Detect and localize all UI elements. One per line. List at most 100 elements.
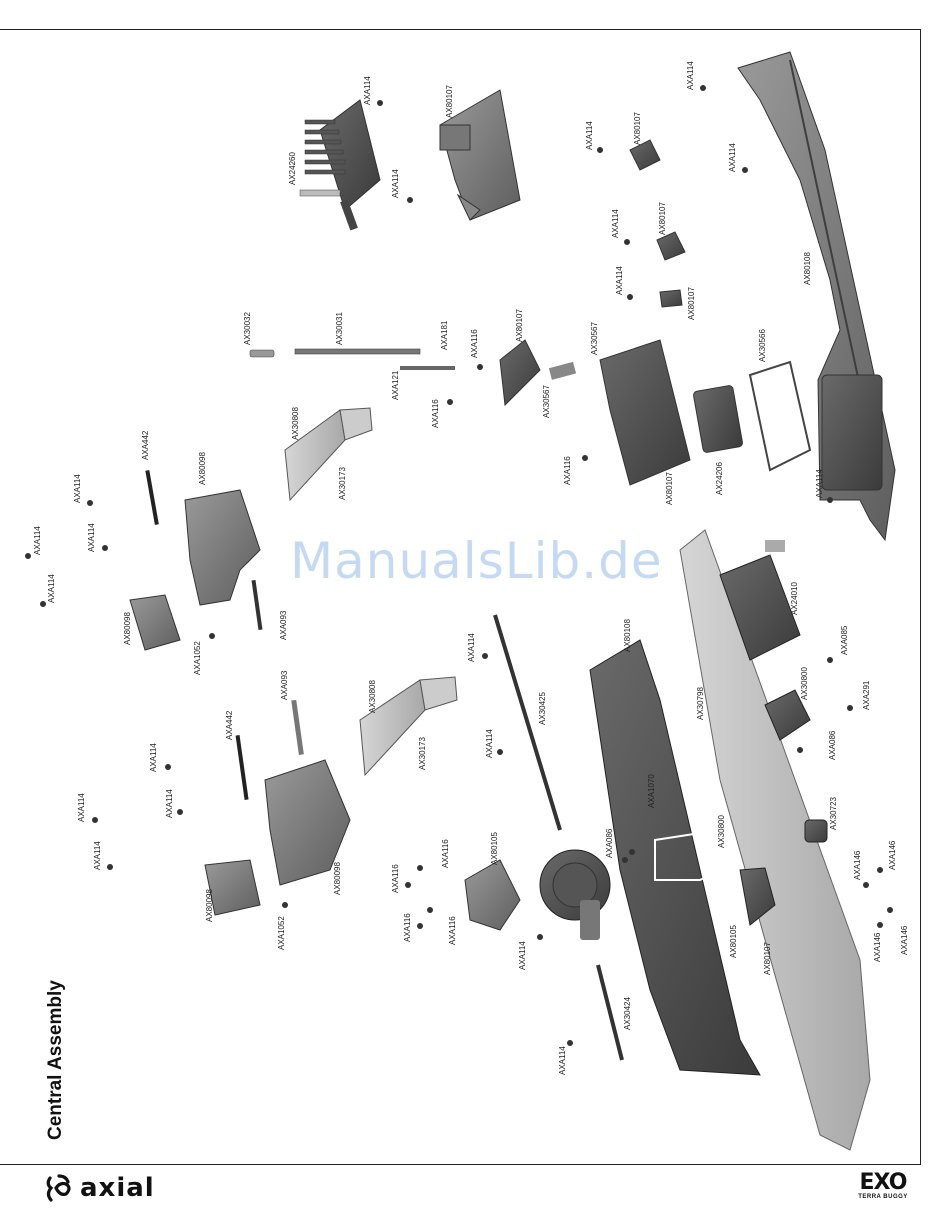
part-label: AX80107 <box>658 202 667 235</box>
part-label: AX30798 <box>696 687 705 720</box>
part-label: AXA114 <box>728 143 737 172</box>
part-label: AXA114 <box>485 729 494 758</box>
bracket-a <box>629 139 661 171</box>
brand-logo: axial <box>44 1173 155 1203</box>
part-label: AXA116 <box>448 916 457 945</box>
part-label: AX30567 <box>542 385 551 418</box>
part-label: AX80098 <box>333 862 342 895</box>
watermark: ManualsLib.de <box>290 532 663 590</box>
part-label: AX80105 <box>490 832 499 865</box>
part-label: AX80107 <box>633 112 642 145</box>
part-label: AXA114 <box>93 841 102 870</box>
part-label: AXA114 <box>391 169 400 198</box>
product-logo: EXO TERRA BUGGY <box>848 1172 918 1212</box>
part-label: AX24260 <box>288 152 297 185</box>
part-label: AX30173 <box>338 467 347 500</box>
part-label: AX80107 <box>665 472 674 505</box>
part-label: AX30567 <box>590 322 599 355</box>
part-label: AXA114 <box>558 1046 567 1075</box>
part-label: AXA114 <box>77 793 86 822</box>
upper-frame-rail <box>737 51 896 542</box>
part-label: AX80098 <box>123 612 132 645</box>
part-label: AXA114 <box>73 474 82 503</box>
motor-bracket-lower <box>739 867 776 926</box>
brand-name: axial <box>80 1173 155 1203</box>
part-label: AXA146 <box>853 850 862 880</box>
part-label: AX30800 <box>717 815 726 848</box>
part-label: AXA146 <box>873 932 882 962</box>
part-label: AXA442 <box>141 430 150 460</box>
part-label: AXA146 <box>900 925 909 955</box>
gear-cover-outline <box>654 828 742 881</box>
bracket-c <box>659 289 683 308</box>
part-label: AX80098 <box>205 889 214 922</box>
page-title: Central Assembly <box>45 980 66 1140</box>
part-label: AX30808 <box>368 680 377 713</box>
part-label: AXA116 <box>563 456 572 485</box>
part-label: AXA116 <box>441 839 450 868</box>
part-label: AXA116 <box>431 399 440 428</box>
part-label: AXA114 <box>47 574 56 603</box>
part-label: AX30723 <box>829 797 838 830</box>
part-label: AXA114 <box>87 523 96 552</box>
gasket-ring <box>748 360 812 472</box>
diff-assembly <box>539 849 611 940</box>
receiver-box <box>693 385 743 453</box>
part-label: AXA085 <box>840 625 849 655</box>
motor <box>719 540 801 661</box>
part-label: AX24010 <box>790 582 799 615</box>
part-label: AX30425 <box>538 692 547 725</box>
rod-end <box>249 349 275 358</box>
product-logo-subtitle: TERRA BUGGY <box>858 1194 908 1200</box>
part-label: AXA116 <box>403 913 412 942</box>
part-label: AXA1052 <box>193 641 202 675</box>
long-screw <box>400 366 455 370</box>
part-label: AX80098 <box>198 452 207 485</box>
part-label: AXA146 <box>888 840 897 870</box>
part-label: AXA114 <box>467 633 476 662</box>
part-label: AXA114 <box>363 76 372 105</box>
axle-rod <box>294 348 421 355</box>
part-label: AXA121 <box>391 370 400 400</box>
lower-mount-assembly <box>204 699 351 916</box>
part-label: AXA116 <box>391 864 400 893</box>
part-label: AXA1070 <box>647 774 656 808</box>
upper-mount-assembly <box>129 470 263 651</box>
battery-box <box>599 339 691 486</box>
page-border <box>0 29 921 1165</box>
part-label: AX30031 <box>335 312 344 345</box>
part-label: AXA114 <box>585 121 594 150</box>
part-label: AXA116 <box>470 329 479 358</box>
rear-drive-shaft <box>596 964 624 1061</box>
part-label: AX80107 <box>763 942 772 975</box>
part-label: AX30808 <box>291 407 300 440</box>
part-label: AX80105 <box>729 925 738 958</box>
part-label: AXA114 <box>518 941 527 970</box>
esc-tray <box>439 89 521 221</box>
part-label: AXA086 <box>605 828 614 858</box>
center-drive-shaft <box>493 614 562 831</box>
part-label: AXA093 <box>280 670 289 700</box>
part-label: AX30032 <box>243 312 252 345</box>
lower-chassis-tub <box>589 639 761 1076</box>
part-label: AX30173 <box>418 737 427 770</box>
part-label: AXA114 <box>149 743 158 772</box>
part-label: AX80107 <box>515 309 524 342</box>
product-logo-text: EXO <box>859 1170 908 1195</box>
part-label: AXA114 <box>33 526 42 555</box>
shock-lower <box>359 676 458 777</box>
part-label: AX80108 <box>623 619 632 652</box>
part-label: AX24206 <box>715 462 724 495</box>
part-label: AXA181 <box>440 320 449 350</box>
shock-upper <box>284 407 373 502</box>
part-label: AXA093 <box>279 610 288 640</box>
part-label: AX80108 <box>803 252 812 285</box>
motor-mount <box>764 689 811 741</box>
brand-mark-icon <box>46 1174 71 1202</box>
part-label: AXA114 <box>686 61 695 90</box>
part-label: AXA442 <box>225 710 234 740</box>
screws <box>25 85 893 1046</box>
bracket-b <box>656 231 686 261</box>
part-label: AXA114 <box>815 469 824 498</box>
